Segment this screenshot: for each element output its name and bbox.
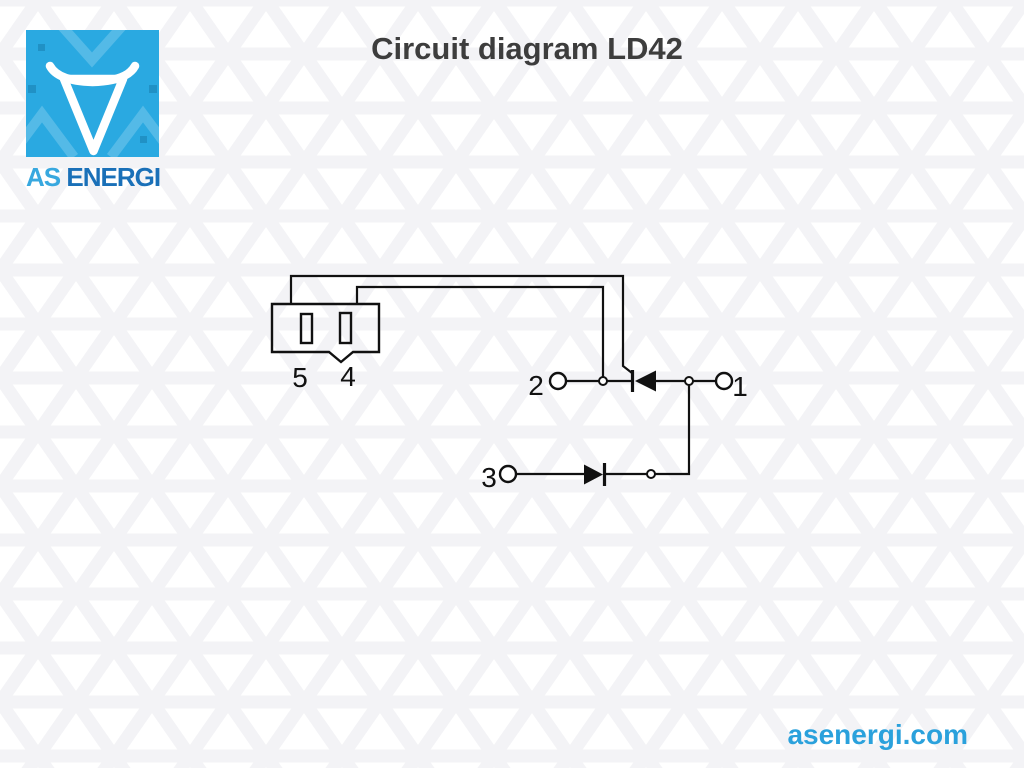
logo-square bbox=[26, 30, 159, 157]
aux-cathode-wire bbox=[355, 285, 605, 379]
pin-2-label: 2 bbox=[528, 370, 544, 401]
diode-symbol bbox=[584, 463, 607, 486]
logo-wordmark: AS ENERGI bbox=[26, 162, 161, 193]
verge-v-icon bbox=[26, 30, 159, 157]
junction-diode bbox=[646, 469, 656, 479]
connector-slot-5 bbox=[299, 312, 314, 345]
pin-1-label: 1 bbox=[732, 371, 748, 402]
connector-body bbox=[270, 302, 381, 364]
website-caption: asenergi.com bbox=[787, 719, 968, 750]
terminal-1-circle bbox=[714, 371, 734, 391]
anode-down-wire bbox=[605, 385, 691, 476]
as-energi-logo: AS ENERGI bbox=[26, 30, 161, 193]
diode-triangle bbox=[584, 464, 603, 485]
gate-connector-plug bbox=[270, 302, 381, 364]
brand-text-as: AS bbox=[26, 162, 61, 192]
terminal-3-circle bbox=[498, 464, 518, 484]
junction-anode bbox=[684, 376, 694, 386]
pin-3-label: 3 bbox=[481, 462, 497, 493]
gate-wire bbox=[289, 274, 633, 374]
junction-gate-aux bbox=[598, 376, 608, 386]
thyristor-triangle bbox=[635, 370, 656, 392]
brand-text-energi: ENERGI bbox=[66, 162, 161, 192]
pin-5-label: 5 bbox=[292, 362, 308, 393]
terminal-2-circle bbox=[548, 371, 568, 391]
page-title: Circuit diagram LD42 bbox=[371, 31, 683, 66]
thyristor-symbol bbox=[630, 370, 656, 392]
pin-4-label: 4 bbox=[340, 361, 356, 392]
connector-slot-4 bbox=[338, 311, 353, 345]
